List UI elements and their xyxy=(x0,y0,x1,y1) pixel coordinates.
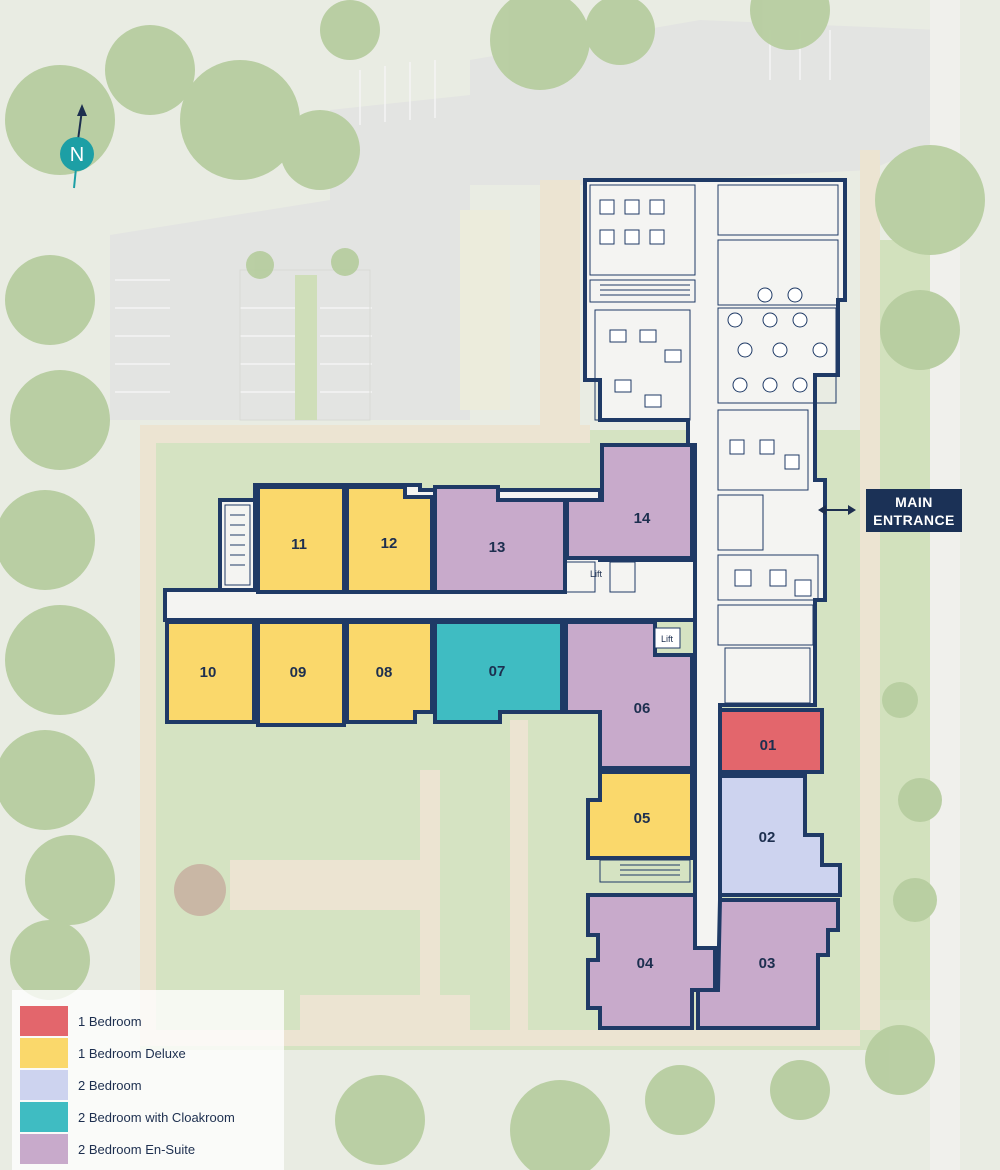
apartment-label-08: 08 xyxy=(376,664,393,681)
legend-item: 2 Bedroom xyxy=(20,1070,142,1100)
apartment-label-06: 06 xyxy=(634,700,651,717)
apartment-09[interactable] xyxy=(256,620,346,727)
apartment-label-01: 01 xyxy=(760,737,777,754)
compass-n-icon xyxy=(60,137,94,171)
apartment-label-04: 04 xyxy=(637,955,654,972)
apartment-label-12: 12 xyxy=(381,535,398,552)
legend-item: 1 Bedroom xyxy=(20,1006,142,1036)
apartment-10[interactable] xyxy=(165,620,256,724)
legend-item: 1 Bedroom Deluxe xyxy=(20,1038,186,1068)
apartment-07[interactable] xyxy=(433,620,564,724)
apartment-label-07: 07 xyxy=(489,663,506,680)
legend-label: 1 Bedroom Deluxe xyxy=(78,1046,186,1061)
legend-label: 2 Bedroom with Cloakroom xyxy=(78,1110,235,1125)
staircases xyxy=(230,284,690,876)
main-entrance-line1: MAIN xyxy=(895,494,933,510)
furniture-markings xyxy=(599,199,828,597)
legend-label: 1 Bedroom xyxy=(78,1014,142,1029)
legend-item: 2 Bedroom with Cloakroom xyxy=(20,1102,235,1132)
legend-swatch xyxy=(20,1006,68,1036)
lift-east: Lift xyxy=(654,627,681,649)
apartment-label-11: 11 xyxy=(291,536,307,553)
apartment-label-05: 05 xyxy=(634,810,651,827)
apartment-01[interactable] xyxy=(718,708,824,774)
compass-label: N xyxy=(70,144,84,166)
apartment-label-03: 03 xyxy=(759,955,776,972)
apartment-label-02: 02 xyxy=(759,829,776,846)
legend: 1 Bedroom 1 Bedroom Deluxe 2 Bedroom 2 Bedr… xyxy=(12,990,284,1170)
main-entrance-marker: MAIN ENTRANCE xyxy=(818,489,962,532)
lift-label-east: Lift xyxy=(661,634,674,644)
apartments xyxy=(165,443,842,1030)
apartment-label-13: 13 xyxy=(489,539,506,556)
north-compass: N xyxy=(60,104,94,189)
apartment-label-14: 14 xyxy=(634,510,651,527)
legend-item: 2 Bedroom En-Suite xyxy=(20,1134,195,1164)
legend-label: 2 Bedroom En-Suite xyxy=(78,1142,195,1157)
apartment-04[interactable] xyxy=(586,893,717,1030)
apartment-label-09: 09 xyxy=(290,664,307,681)
apartment-05[interactable] xyxy=(586,770,694,860)
main-entrance-label-box xyxy=(866,489,962,532)
main-entrance-line2: ENTRANCE xyxy=(873,512,955,528)
apartment-02[interactable] xyxy=(718,774,842,897)
legend-swatch xyxy=(20,1070,68,1100)
apartment-08[interactable] xyxy=(345,620,434,724)
double-arrow-icon xyxy=(818,505,856,515)
apartment-14[interactable] xyxy=(565,443,694,560)
lift-label-west: Lift xyxy=(590,569,603,579)
legend-swatch xyxy=(20,1134,68,1164)
apartment-label-10: 10 xyxy=(200,664,217,681)
apartment-12[interactable] xyxy=(345,485,434,594)
legend-label: 2 Bedroom xyxy=(78,1078,142,1093)
legend-swatch xyxy=(20,1102,68,1132)
apartment-labels: 01 02 03 04 05 06 07 08 09 10 11 12 13 1… xyxy=(200,510,777,972)
legend-swatch xyxy=(20,1038,68,1068)
apartment-11[interactable] xyxy=(256,485,346,594)
